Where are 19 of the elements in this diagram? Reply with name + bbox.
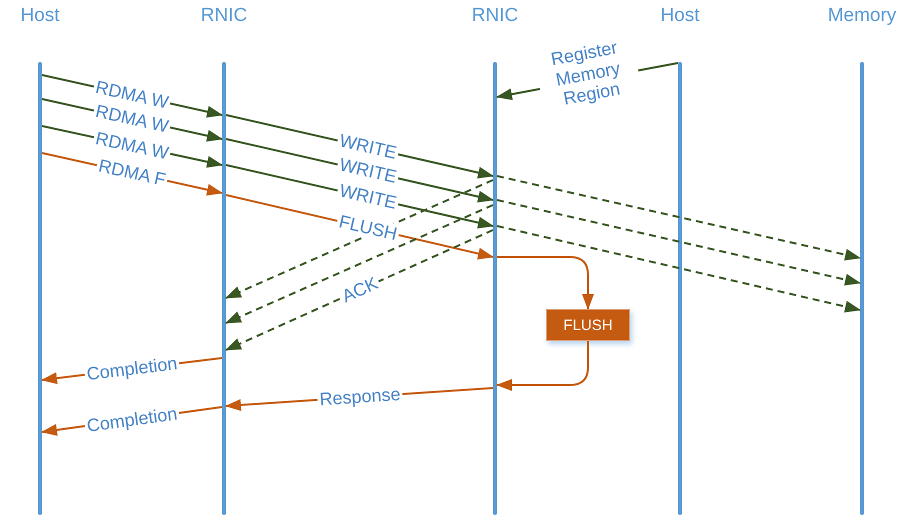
lifeline [38,62,42,515]
dashed-arrow [496,225,861,312]
lifeline [678,62,682,515]
lifeline-label: RNIC [472,5,518,27]
dashed-arrow [496,199,861,286]
arrow [497,256,594,310]
dashed-arrow [225,204,494,324]
lifeline-label: RNIC [200,5,248,27]
process-box: FLUSH [546,309,630,341]
dashed-arrow [225,179,494,299]
arrow [496,341,589,391]
lifeline [860,62,864,515]
lifeline [222,62,226,515]
lifeline-label: Memory [828,5,896,27]
dashed-arrow [225,229,494,351]
dashed-arrow [496,175,861,261]
lifeline [493,62,497,515]
lifeline-label: Host [20,5,60,27]
lifeline-label: Host [660,5,700,27]
